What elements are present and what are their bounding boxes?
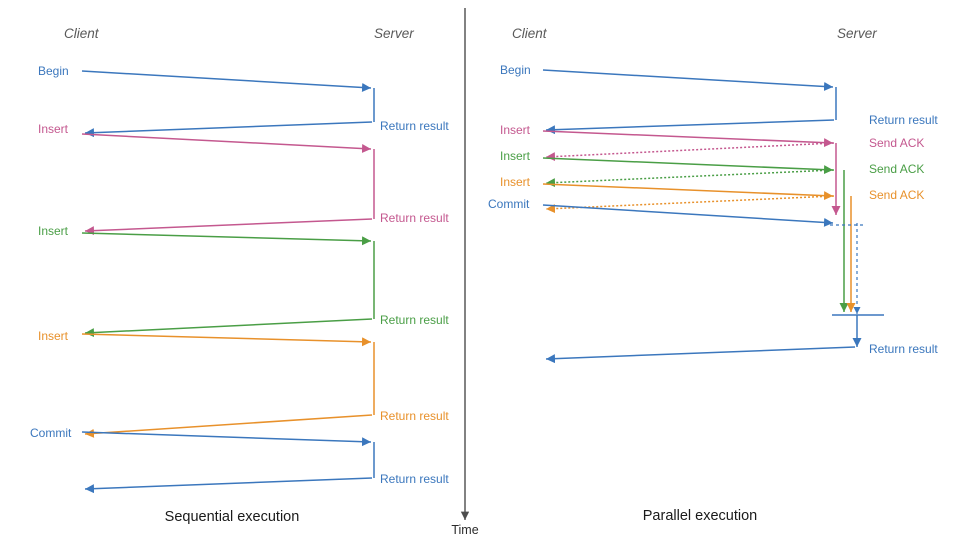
- request-arrow-commit: [542, 204, 834, 227]
- return-label-begin: Return result: [380, 119, 449, 133]
- request-arrow-insert-3: [542, 183, 834, 201]
- request-arrow-insert-1: [542, 130, 834, 148]
- ack-arrow-insert-3: [545, 195, 835, 214]
- return-label-commit: Return result: [869, 342, 938, 356]
- ack-arrow-insert-2: [545, 169, 835, 188]
- actor-label-client: Client: [64, 26, 100, 41]
- message-label-insert-2: Insert: [38, 224, 69, 238]
- request-arrow-begin: [81, 70, 372, 92]
- actor-label-client: Client: [512, 26, 548, 41]
- message-label-commit: Commit: [488, 197, 530, 211]
- request-arrow-insert-2: [81, 232, 372, 246]
- reply-arrow-begin: [545, 119, 835, 135]
- request-arrow-begin: [542, 69, 834, 91]
- message-label-begin: Begin: [500, 63, 531, 77]
- return-label-insert-1: Return result: [380, 211, 449, 225]
- message-label-insert-3: Insert: [500, 175, 531, 189]
- return-label-commit: Return result: [380, 472, 449, 486]
- panel-caption-sequential: Sequential execution: [165, 509, 300, 525]
- reply-arrow-insert-2: [84, 318, 373, 338]
- message-label-insert-1: Insert: [500, 123, 531, 137]
- time-axis-group: Time: [451, 8, 479, 537]
- request-arrow-insert-3: [81, 333, 372, 347]
- message-label-commit: Commit: [30, 426, 72, 440]
- ack-label-insert-1: Send ACK: [869, 136, 924, 150]
- request-arrow-insert-2: [542, 157, 834, 175]
- reply-arrow-begin: [84, 121, 373, 138]
- return-label-begin: Return result: [869, 113, 938, 127]
- actor-label-server: Server: [837, 26, 877, 41]
- message-label-insert-1: Insert: [38, 122, 69, 136]
- message-label-insert-3: Insert: [38, 329, 69, 343]
- return-label-insert-2: Return result: [380, 313, 449, 327]
- return-label-insert-3: Return result: [380, 409, 449, 423]
- panel-caption-parallel: Parallel execution: [643, 508, 757, 524]
- request-arrow-insert-1: [81, 133, 372, 154]
- reply-arrow-insert-3: [84, 414, 373, 438]
- time-axis-label: Time: [451, 523, 478, 537]
- reply-arrow-insert-1: [84, 218, 373, 236]
- message-label-begin: Begin: [38, 64, 69, 78]
- reply-arrow-commit: [84, 477, 373, 494]
- message-label-insert-2: Insert: [500, 149, 531, 163]
- actor-label-server: Server: [374, 26, 414, 41]
- ack-label-insert-2: Send ACK: [869, 162, 924, 176]
- ack-label-insert-3: Send ACK: [869, 188, 924, 202]
- request-arrow-commit: [81, 431, 372, 447]
- ack-arrow-insert-1: [545, 142, 835, 162]
- reply-arrow-commit: [545, 346, 856, 364]
